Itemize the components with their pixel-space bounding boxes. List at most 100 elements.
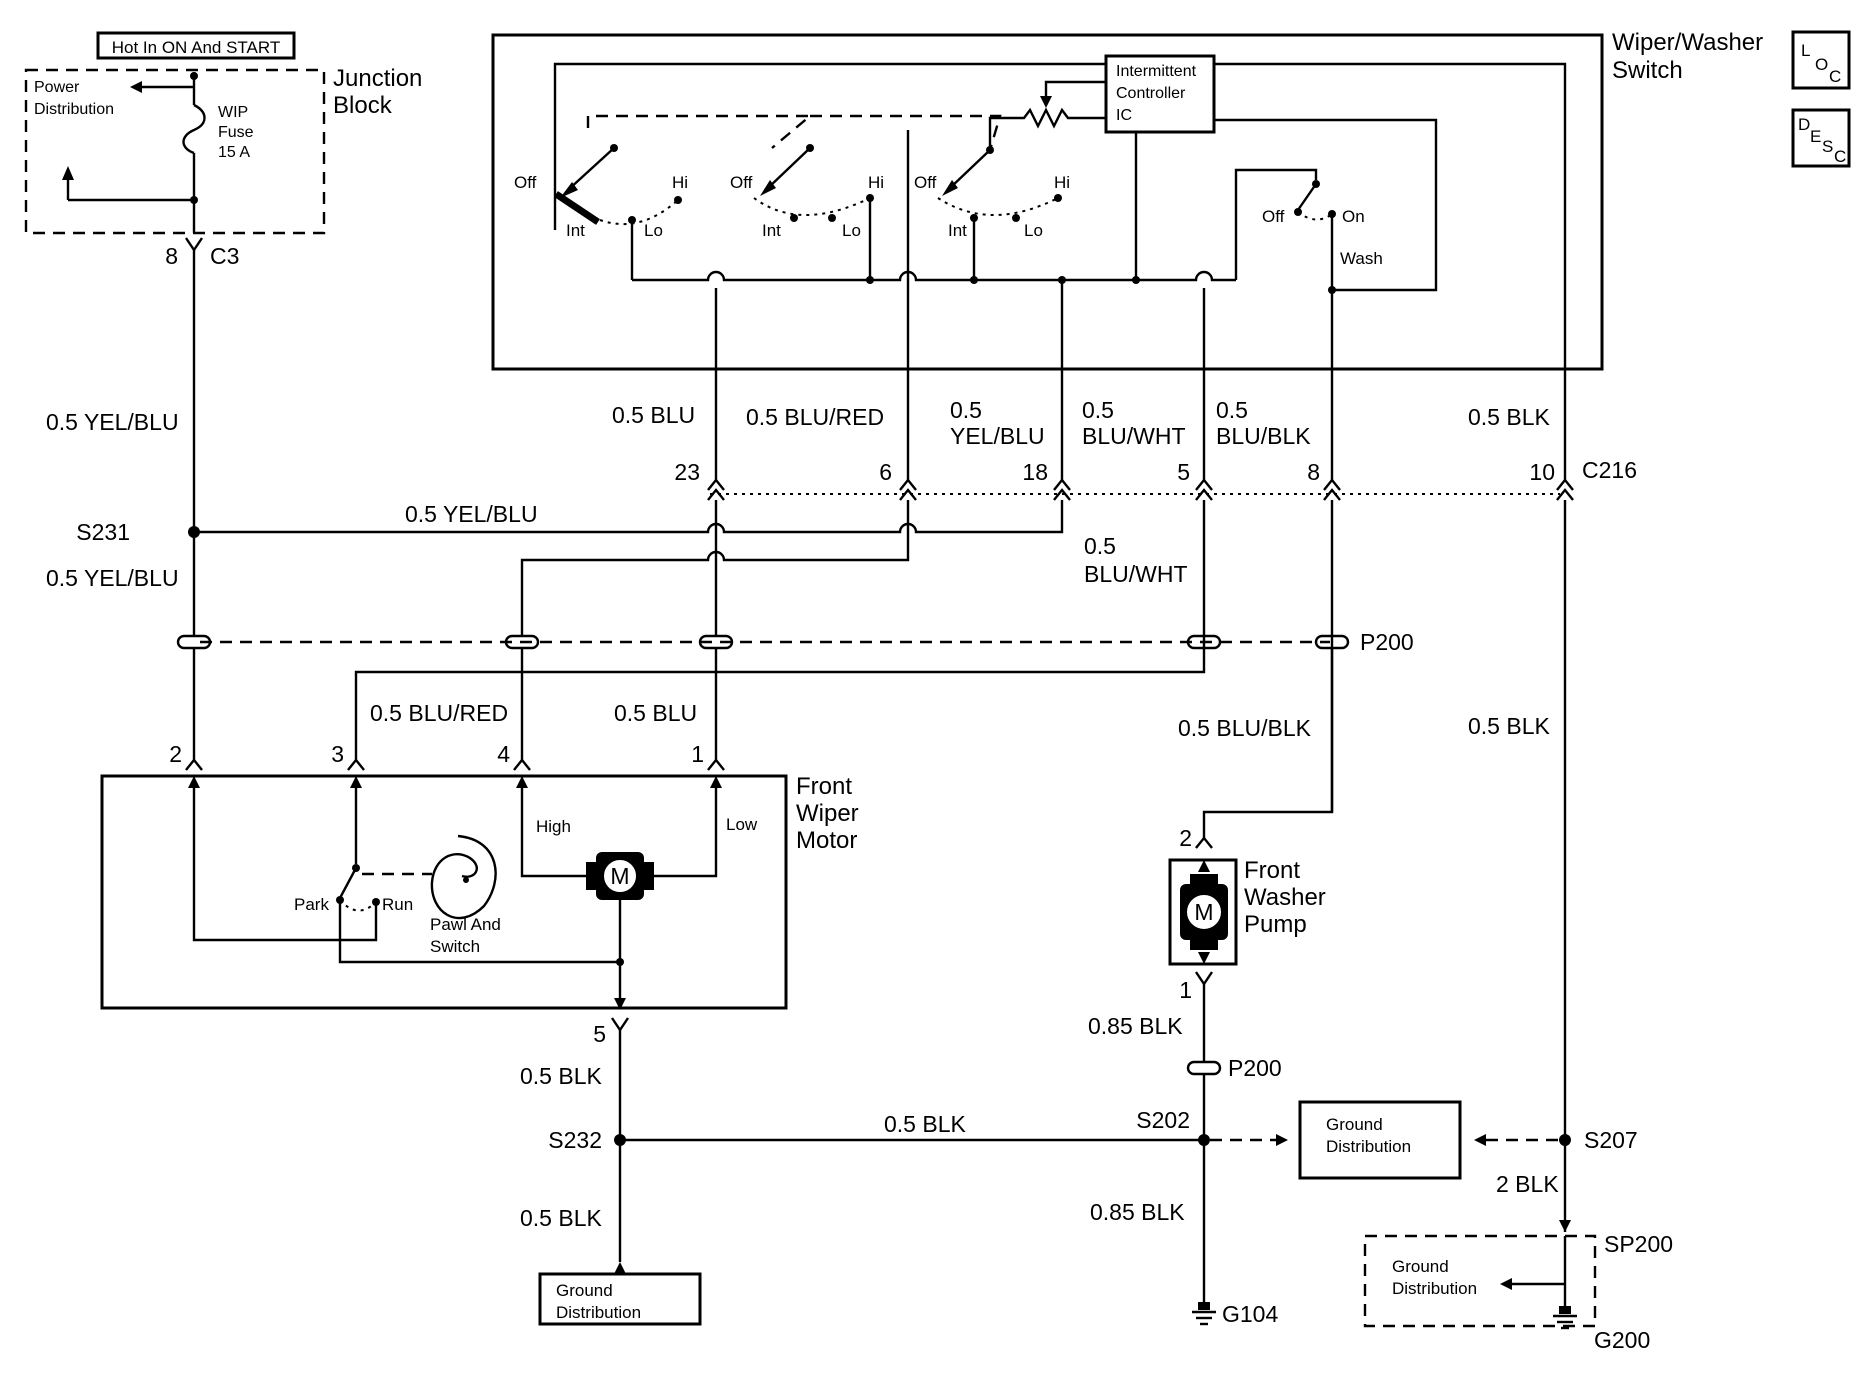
hot-in-label-box — [96, 31, 296, 60]
svg-text:8: 8 — [1307, 459, 1320, 485]
splice-s207-label: S207 — [1584, 1127, 1638, 1153]
ground-g200-icon — [1553, 1306, 1577, 1330]
washer-wash: Wash — [1340, 249, 1383, 268]
wire-label-blk-pump-085b: 0.85 BLK — [1090, 1199, 1185, 1225]
junction-block-title-1: Junction — [333, 65, 422, 92]
sw2-off: Off — [730, 173, 753, 192]
wiper-switch-section-3: Off Hi Int Lo — [914, 146, 1070, 280]
motor-pin-2: 2 — [169, 741, 182, 767]
front-wiper-motor: 2 3 4 1 Front Wiper Motor High Low Park … — [100, 741, 859, 1010]
ground-g104-label: G104 — [1222, 1301, 1278, 1327]
svg-text:5: 5 — [1177, 459, 1190, 485]
run-label: Run — [382, 895, 413, 914]
intermittent-controller-ic — [1104, 54, 1216, 134]
wire-label-blu-wht-mid-a: 0.5 — [1084, 533, 1116, 559]
svg-text:23: 23 — [674, 459, 700, 485]
washer-on: On — [1342, 207, 1365, 226]
svg-text:6: 6 — [879, 459, 892, 485]
pump-title-2: Washer — [1244, 884, 1326, 911]
wire-label-blk-2: 2 BLK — [1496, 1171, 1559, 1197]
wire-label-yel-blu-top: 0.5 YEL/BLU — [46, 409, 179, 435]
gd-left-label-2: Distribution — [556, 1303, 641, 1322]
washer-switch: Off On Wash — [1234, 168, 1383, 369]
mid-section-wires — [188, 250, 1567, 1232]
sw1-lo: Lo — [644, 221, 663, 240]
splice-s202 — [1198, 1134, 1210, 1146]
sw3-int: Int — [948, 221, 967, 240]
wire-label-blu-red-bot: 0.5 BLU/RED — [370, 700, 508, 726]
splice-s202-label: S202 — [1136, 1107, 1190, 1133]
power-arrow-icon — [130, 81, 142, 93]
wire-label-blk-10: 0.5 BLK — [1468, 404, 1550, 430]
wire-label-blu-bot: 0.5 BLU — [614, 700, 697, 726]
svg-text:E: E — [1810, 127, 1821, 146]
ic-label-2: Controller — [1116, 85, 1186, 102]
pawl-cam-icon — [430, 834, 497, 920]
wiper-motor-title-3: Motor — [796, 827, 857, 854]
pump-title-3: Pump — [1244, 911, 1307, 938]
gd-mid-label-2: Distribution — [1326, 1137, 1411, 1156]
wiper-switch-section-1: Off Hi Int Lo — [514, 144, 688, 280]
ground-g200-label: G200 — [1594, 1327, 1650, 1353]
sw2-int: Int — [762, 221, 781, 240]
connector-c3-icon — [185, 237, 203, 253]
svg-text:O: O — [1815, 55, 1828, 74]
washer-off: Off — [1262, 207, 1285, 226]
motor-pin-4: 4 — [497, 741, 510, 767]
sw1-off: Off — [514, 173, 537, 192]
c216-connector-label: C216 — [1582, 457, 1637, 483]
c216-pin-18: 18 — [1022, 459, 1071, 501]
gd-right-label-1: Ground — [1392, 1257, 1449, 1276]
ground-g104-icon — [1192, 1302, 1216, 1326]
svg-text:M: M — [610, 863, 629, 889]
return-arrow-icon — [62, 166, 74, 180]
sw3-hi: Hi — [1054, 173, 1070, 192]
wire-label-blu-top: 0.5 BLU — [612, 402, 695, 428]
fuse-icon — [182, 103, 206, 155]
wire-label-blu-wht-5-a: 0.5 — [1082, 397, 1114, 423]
svg-text:10: 10 — [1529, 459, 1555, 485]
pump-title-1: Front — [1244, 857, 1300, 884]
motor-pin-3: 3 — [331, 741, 344, 767]
variable-resistor-arrow-icon — [1040, 96, 1052, 108]
wiper-motor-icon: M — [586, 852, 654, 900]
hot-in-label: Hot In ON And START — [112, 38, 281, 57]
switch-harness-wires — [714, 130, 1567, 482]
motor-pin-1: 1 — [691, 741, 704, 767]
splice-s232-label: S232 — [548, 1127, 602, 1153]
sw3-lo: Lo — [1024, 221, 1043, 240]
wiper-motor-title-1: Front — [796, 773, 852, 800]
pawl-label-2: Switch — [430, 937, 480, 956]
motor-pin-5-connector — [611, 1017, 629, 1033]
ground-distribution-middle: Ground Distribution — [1298, 1100, 1462, 1180]
sw3-off: Off — [914, 173, 937, 192]
desc-icon[interactable]: D E S C — [1791, 108, 1851, 168]
motor-pin-5: 5 — [593, 1021, 606, 1047]
wire-label-blk-motor: 0.5 BLK — [520, 1063, 602, 1089]
park-label: Park — [294, 895, 329, 914]
svg-text:S: S — [1822, 137, 1833, 156]
p200-lower-label: P200 — [1228, 1055, 1282, 1081]
connector-c216: 23 6 18 5 8 10 C216 — [674, 457, 1637, 501]
svg-text:C: C — [1834, 147, 1846, 166]
wire-label-blk-ground-horiz: 0.5 BLK — [884, 1111, 966, 1137]
ic-label-1: Intermittent — [1116, 63, 1197, 80]
c216-pin-10: 10 — [1529, 459, 1574, 501]
svg-text:18: 18 — [1022, 459, 1048, 485]
front-washer-pump: 2 M Front Washer Pump 1 — [1168, 825, 1326, 1003]
ic-label-3: IC — [1116, 107, 1132, 124]
fuse-label-1: WIP — [218, 104, 248, 121]
pawl-label-1: Pawl And — [430, 915, 501, 934]
connector-p200-lower: P200 — [1186, 1055, 1282, 1081]
fuse-label-3: 15 A — [218, 144, 250, 161]
wire-label-blu-blk-8-b: BLU/BLK — [1216, 423, 1311, 449]
connector-p200-upper: P200 — [176, 629, 1414, 655]
wire-label-blk-motor-low: 0.5 BLK — [520, 1205, 602, 1231]
wiper-motor-title-2: Wiper — [796, 800, 859, 827]
svg-text:C: C — [1829, 67, 1841, 86]
loc-icon[interactable]: L O C — [1791, 30, 1851, 90]
ground-distribution-left: Ground Distribution — [538, 1272, 702, 1326]
c3-pin: 8 — [165, 243, 178, 269]
gd-mid-label-1: Ground — [1326, 1115, 1383, 1134]
